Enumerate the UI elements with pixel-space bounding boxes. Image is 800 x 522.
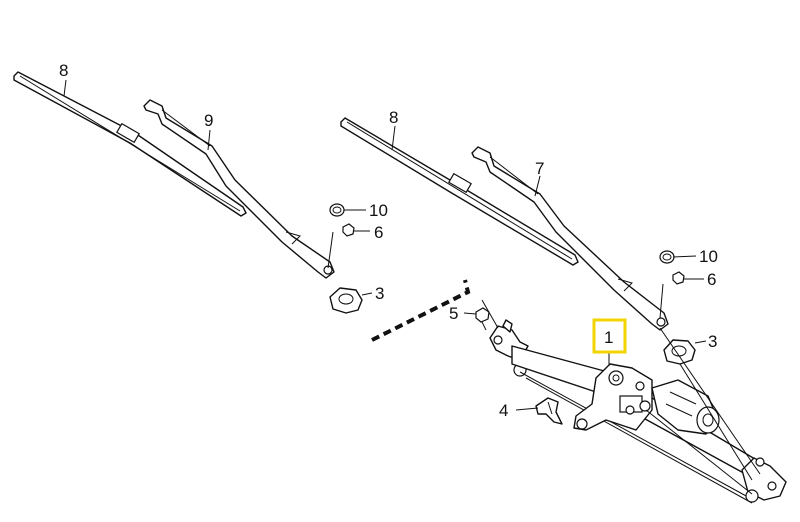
clip <box>535 397 563 425</box>
callout-clip: 4 <box>499 401 508 420</box>
wiper-blade-right <box>340 117 579 266</box>
callout-blade-right: 7 <box>535 159 544 178</box>
callout-seal-left: 3 <box>375 284 384 303</box>
bolt <box>475 307 490 331</box>
callout-bolt: 5 <box>449 304 458 323</box>
nut-left <box>342 223 355 237</box>
callout-seal-right: 3 <box>708 332 717 351</box>
callout-nut-right: 6 <box>707 270 716 289</box>
callout-cap-right: 10 <box>699 247 718 266</box>
wiper-arm-right <box>471 146 669 331</box>
callout-motor-linkage: 1 <box>604 328 613 347</box>
callout-blade-left: 9 <box>204 111 213 130</box>
wiper-blade-left <box>13 71 247 217</box>
cap-left <box>329 203 345 217</box>
callout-cap-left: 10 <box>369 201 388 220</box>
leader-lines <box>63 79 761 481</box>
seal-left <box>329 287 363 314</box>
motor-linkage-assembly <box>489 319 787 504</box>
part-1-highlight-box <box>592 318 627 354</box>
cap-right <box>659 250 675 264</box>
nut-right <box>672 271 685 285</box>
dashed-connector <box>371 279 471 342</box>
callouts: 8 9 8 7 10 6 3 10 6 3 5 4 1 <box>59 61 718 420</box>
wiper-arm-left <box>143 99 335 279</box>
callout-arm-right: 8 <box>389 108 398 127</box>
callout-nut-left: 6 <box>374 223 383 242</box>
callout-arm-left: 8 <box>59 61 68 80</box>
seal-right <box>663 339 696 365</box>
